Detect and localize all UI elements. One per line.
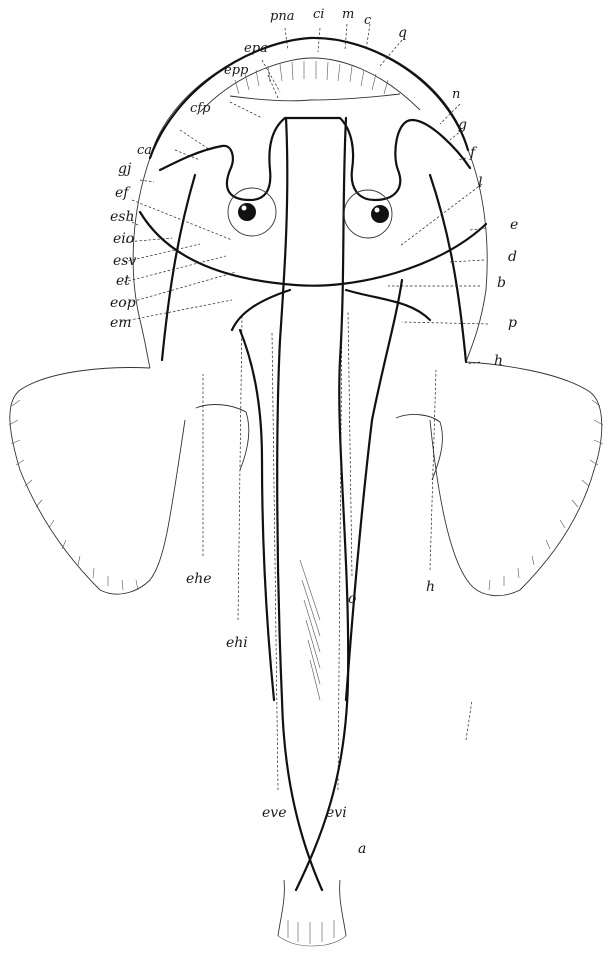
label-a: a bbox=[358, 842, 366, 856]
label-gj: gj bbox=[118, 162, 131, 176]
leader-lines bbox=[120, 24, 488, 790]
label-pna: pna bbox=[270, 10, 294, 23]
right-lateral-curve bbox=[430, 175, 466, 362]
label-ca: ca bbox=[137, 144, 152, 157]
label-ehi: ehi bbox=[226, 636, 248, 650]
label-ci: ci bbox=[313, 8, 324, 21]
label-epp: epp bbox=[224, 64, 248, 77]
right-pectoral-fin bbox=[430, 362, 602, 596]
rostral-hatch bbox=[235, 61, 388, 94]
left-trunk-line bbox=[277, 118, 322, 890]
label-d: d bbox=[508, 250, 517, 264]
tail-tip bbox=[278, 920, 346, 946]
label-f: f bbox=[470, 146, 475, 160]
label-m: m bbox=[342, 8, 354, 21]
rostral-cartilage-arc bbox=[150, 38, 468, 158]
right-eye bbox=[344, 190, 392, 238]
label-ehe: ehe bbox=[186, 572, 212, 586]
label-h-top: h bbox=[494, 354, 503, 368]
body-outline bbox=[133, 38, 487, 368]
label-g-right: g bbox=[458, 118, 467, 132]
left-ventral-lobe bbox=[196, 405, 249, 470]
left-lateral-curve bbox=[162, 175, 195, 360]
label-h-bottom: h bbox=[426, 580, 435, 594]
label-et: et bbox=[116, 274, 130, 288]
rostral-cartilage-base bbox=[230, 94, 400, 101]
right-ventral-lobe bbox=[396, 415, 442, 480]
label-esh: esh bbox=[110, 210, 135, 224]
label-epa: epa bbox=[244, 42, 268, 55]
label-n: n bbox=[452, 88, 460, 101]
label-p: p bbox=[508, 316, 517, 330]
label-e: e bbox=[510, 218, 518, 232]
right-inner-curve bbox=[346, 280, 402, 700]
label-eve: eve bbox=[262, 806, 286, 820]
label-b: b bbox=[497, 276, 506, 290]
left-eye bbox=[228, 188, 276, 236]
label-eop: eop bbox=[110, 296, 136, 310]
left-fin-rays bbox=[9, 400, 138, 590]
label-esv: esv bbox=[113, 254, 136, 268]
label-em: em bbox=[110, 316, 132, 330]
label-l: l bbox=[478, 176, 482, 190]
label-eio: eio bbox=[113, 232, 134, 246]
label-q: q bbox=[398, 26, 407, 40]
orbital-arc bbox=[140, 212, 486, 286]
spine-hatch bbox=[300, 560, 320, 700]
label-evi: evi bbox=[326, 806, 347, 820]
lower-right-arc bbox=[346, 290, 430, 320]
label-cfp: cfp bbox=[190, 102, 210, 115]
label-ef: ef bbox=[115, 186, 128, 200]
left-pectoral-fin bbox=[10, 368, 185, 595]
cranial-outline bbox=[160, 118, 470, 200]
right-trunk-line bbox=[296, 118, 348, 890]
label-o: o bbox=[348, 592, 356, 606]
label-c: c bbox=[364, 14, 371, 27]
